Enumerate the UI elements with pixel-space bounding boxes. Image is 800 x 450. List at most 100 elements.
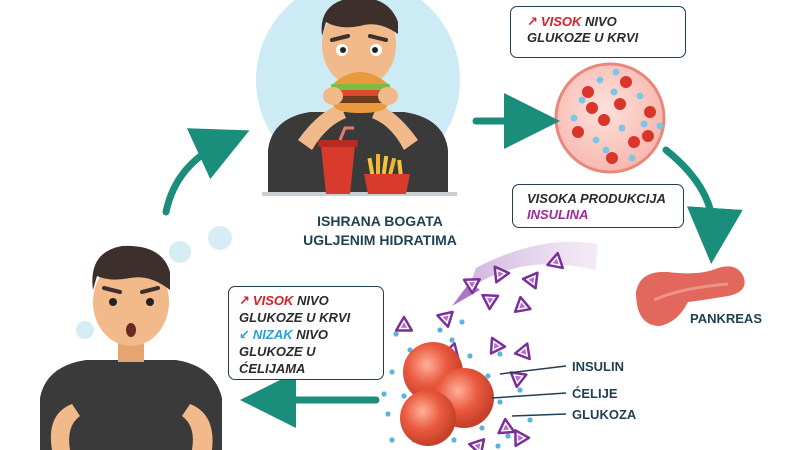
shirt <box>268 112 448 192</box>
table-line <box>262 192 457 196</box>
insulin-molecule <box>493 265 511 284</box>
glucose-dot <box>592 136 600 144</box>
glucose-dot <box>389 369 395 375</box>
red-blood-cell <box>642 130 654 142</box>
right-arm <box>182 404 213 450</box>
right-arm <box>372 104 418 150</box>
eating-man-illustration <box>256 0 460 196</box>
red-blood-cell <box>598 114 610 126</box>
meal-caption: ISHRANA BOGATA UGLJENIM HIDRATIMA <box>303 213 457 248</box>
glucose-dot <box>449 337 455 343</box>
red-blood-cell <box>606 152 618 164</box>
insulin-molecule <box>546 251 565 270</box>
face <box>93 258 169 346</box>
arrow-to-pancreas <box>662 146 743 264</box>
glucose-dot <box>640 120 648 128</box>
glucose-dot <box>527 417 533 423</box>
open-mouth <box>126 323 136 337</box>
arrow-down-icon: ↙ <box>239 327 250 342</box>
thought-bubble <box>169 241 191 263</box>
glucose-dot <box>467 353 473 359</box>
glucose-dot <box>596 76 604 84</box>
fries <box>364 154 410 194</box>
glucose-dot <box>578 96 586 104</box>
right-hand <box>378 87 398 105</box>
hair <box>321 0 398 36</box>
insulin-beam <box>468 241 598 290</box>
insulin-pointer <box>499 365 567 375</box>
right-eye <box>146 298 154 306</box>
hair <box>92 245 170 290</box>
glucose-dot <box>497 399 503 405</box>
glucose-dot <box>381 391 387 397</box>
insulin-molecule <box>513 342 531 361</box>
cycle-arrows <box>162 93 743 428</box>
glucose-dot <box>570 114 578 122</box>
red-blood-cell <box>620 76 632 88</box>
blood-cross-section <box>554 62 666 174</box>
arrow-to-meal <box>162 128 250 216</box>
thought-bubble <box>76 321 94 339</box>
pancreas-illustration <box>636 266 745 326</box>
left-arm <box>50 404 80 450</box>
insulin-molecule <box>481 293 500 311</box>
left-eyebrow <box>330 34 350 42</box>
cell <box>400 390 456 446</box>
high-blood-glucose-callout: ↗VISOK NIVO GLUKOZE U KRVI <box>510 6 686 58</box>
glucose-dot <box>497 351 503 357</box>
red-blood-cell <box>628 136 640 148</box>
glucose-dot <box>393 331 399 337</box>
glucose-levels-callout: ↗VISOK NIVO GLUKOZE U KRVI ↙NIZAK NIVO G… <box>228 286 384 380</box>
insulin-molecule <box>509 371 528 389</box>
pancreas-label: PANKREAS <box>690 311 762 326</box>
glucose-dot <box>495 443 501 449</box>
neck <box>118 340 144 362</box>
legend-glucose: GLUKOZA <box>572 407 637 422</box>
insulin-molecule <box>467 438 486 450</box>
shirt <box>40 360 222 450</box>
insulin-production-callout: VISOKA PRODUKCIJA INSULINA <box>512 184 684 228</box>
left-hand <box>323 87 343 105</box>
glucose-dot <box>451 437 457 443</box>
glucose-dot <box>479 425 485 431</box>
glucose-dot <box>618 124 626 132</box>
glucose-dot <box>602 146 610 154</box>
insulin-molecule <box>436 310 454 329</box>
left-eye <box>109 298 117 306</box>
insulin-molecule <box>514 429 531 448</box>
insulin-molecule <box>462 277 481 295</box>
glucose-dot <box>628 154 636 162</box>
red-blood-cell <box>572 126 584 138</box>
cell-cluster <box>375 251 567 450</box>
glucose-dot <box>656 122 664 130</box>
glucose-dot <box>610 88 618 96</box>
tired-man-illustration <box>40 226 232 450</box>
glucose-dot <box>401 393 407 399</box>
red-blood-cell <box>582 86 594 98</box>
glucose-dot <box>459 319 465 325</box>
glucose-dot <box>612 68 620 76</box>
glucose-dot <box>385 411 391 417</box>
arrow-up-icon: ↗ <box>527 14 538 29</box>
glucose-dot <box>437 327 443 333</box>
legend-insulin: INSULIN <box>572 359 624 374</box>
insulin-molecule <box>497 417 516 435</box>
cells-pointer <box>491 392 567 399</box>
glucose-dot <box>505 433 511 439</box>
thought-bubble <box>208 226 232 250</box>
insulin-molecule <box>513 295 532 314</box>
right-eyebrow <box>368 34 388 42</box>
insulin-molecule <box>521 271 539 290</box>
glucose-dot <box>517 387 523 393</box>
burger <box>331 72 390 113</box>
legend-cells: ĆELIJE <box>572 386 618 401</box>
glucose-dot <box>636 92 644 100</box>
left-arm <box>298 104 346 150</box>
glucose-pointer <box>511 413 567 417</box>
arrow-up-icon: ↗ <box>239 293 250 308</box>
insulin-molecule <box>394 315 414 332</box>
soda-cup <box>318 126 358 194</box>
red-blood-cell <box>586 102 598 114</box>
glucose-dot <box>485 373 491 379</box>
